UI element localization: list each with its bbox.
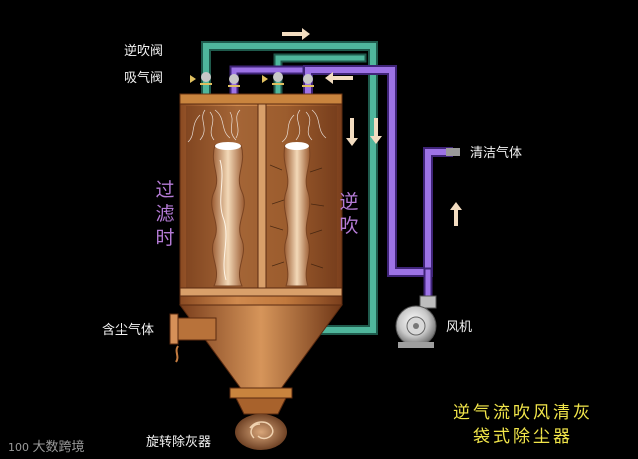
rotary-valve-icon <box>235 414 287 450</box>
filter-bag-left <box>212 142 245 286</box>
suction-valve-label: 吸气阀 <box>124 71 163 86</box>
tube-sheet <box>180 288 342 296</box>
chamber-divider <box>258 104 266 294</box>
fan-icon <box>396 296 436 348</box>
reverse-valve-label: 逆吹阀 <box>124 44 163 59</box>
inlet-pipe <box>170 314 216 362</box>
fan-label: 风机 <box>446 320 472 335</box>
hopper-flange <box>230 388 292 398</box>
outlet-nozzle <box>446 148 460 156</box>
clean-gas-label: 清洁气体 <box>470 146 522 161</box>
right-chamber-state: 逆吹 <box>338 190 360 238</box>
dusty-gas-label: 含尘气体 <box>102 323 154 338</box>
diagram-title-line1: 逆气流吹风清灰 <box>418 402 628 424</box>
watermark: 100 大数跨境 <box>8 436 85 455</box>
left-chamber-state: 过滤时 <box>154 178 176 250</box>
rotary-valve-label: 旋转除灰器 <box>146 435 211 450</box>
hopper-neck <box>236 398 286 414</box>
watermark-logo-icon: 100 <box>8 441 33 454</box>
diagram-title-line2: 袋式除尘器 <box>418 426 628 448</box>
